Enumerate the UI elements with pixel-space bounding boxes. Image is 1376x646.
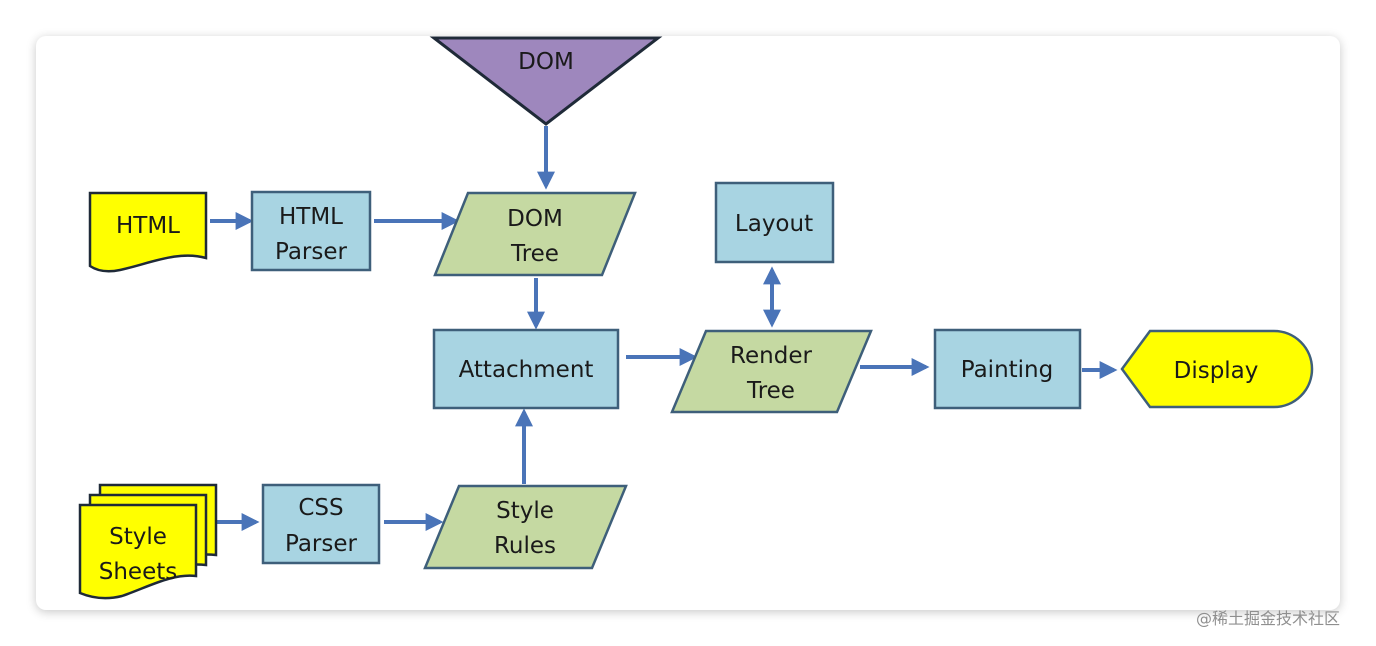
dom-tree-label-line1: DOM	[507, 206, 563, 232]
css-parser-label-line1: CSS	[298, 495, 343, 521]
dom-tree-node: DOM Tree	[433, 191, 637, 277]
layout-node: Layout	[714, 181, 835, 264]
watermark: @稀土掘金技术社区	[1196, 609, 1341, 628]
css-parser-node: CSS Parser	[261, 483, 381, 565]
dom-label: DOM	[518, 49, 574, 75]
style-rules-label-line1: Style	[496, 498, 554, 524]
style-sheets-label-line2: Sheets	[99, 559, 177, 585]
painting-node: Painting	[933, 328, 1082, 410]
attachment-label: Attachment	[459, 357, 594, 383]
style-rules-node: Style Rules	[423, 484, 628, 570]
dom-node: DOM	[429, 36, 663, 126]
html-label: HTML	[116, 213, 180, 239]
connectors	[210, 126, 1118, 531]
css-parser-label-line2: Parser	[285, 531, 358, 557]
style-rules-label-line2: Rules	[494, 533, 556, 559]
dom-tree-label-line2: Tree	[510, 241, 559, 267]
render-tree-label-line2: Tree	[746, 378, 795, 404]
html-parser-node: HTML Parser	[250, 190, 372, 272]
render-tree-label-line1: Render	[730, 343, 812, 369]
style-sheet-page-front	[78, 503, 198, 600]
html-document-node: HTML	[88, 191, 208, 273]
render-tree-node: Render Tree	[670, 329, 873, 414]
html-parser-label-line1: HTML	[279, 204, 343, 230]
html-parser-label-line2: Parser	[275, 239, 348, 265]
style-sheets-label-line1: Style	[109, 524, 167, 550]
style-sheets-node: Style Sheets	[78, 483, 218, 600]
painting-label: Painting	[961, 357, 1053, 383]
attachment-node: Attachment	[432, 328, 620, 410]
display-label: Display	[1174, 358, 1259, 384]
display-node: Display	[1120, 329, 1314, 409]
layout-label: Layout	[735, 211, 813, 237]
